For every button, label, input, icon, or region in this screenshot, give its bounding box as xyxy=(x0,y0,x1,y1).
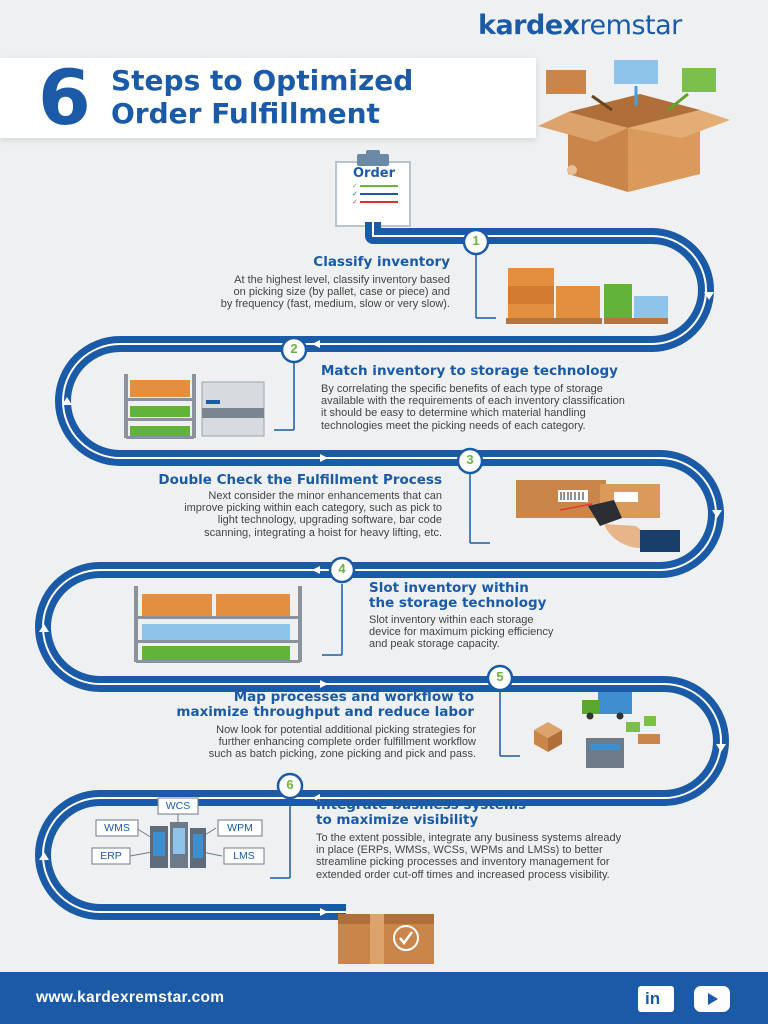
step-4-title-line: Slot inventory within xyxy=(369,580,529,596)
pallets-illustration xyxy=(506,268,668,324)
brand-logo[interactable]: kardexremstar xyxy=(478,10,682,41)
step-3-body-line: light technology, upgrading software, ba… xyxy=(217,514,442,527)
step-number-1: 1 xyxy=(472,233,480,248)
youtube-icon[interactable] xyxy=(694,986,730,1012)
step-marker-4 xyxy=(328,556,356,584)
step-4-title: Slot inventory within the storage techno… xyxy=(369,581,669,611)
shelving-illustration xyxy=(124,374,265,439)
step-6-title: Integrate business systems to maximize v… xyxy=(316,798,616,828)
open-box-illustration xyxy=(538,60,730,192)
clipboard-icon: ✓ ✓ ✓ xyxy=(335,150,411,227)
step-3-body-line: Next consider the minor enhancements tha… xyxy=(208,490,442,502)
step-4-body-line: and peak storage capacity. xyxy=(369,638,500,651)
barcode-scanner-illustration xyxy=(516,480,680,552)
storage-rack-illustration xyxy=(134,586,302,663)
title-line-2: Order Fulfillment xyxy=(111,97,380,130)
step-2-body-line: By correlating the specific benefits of … xyxy=(321,383,603,395)
svg-text:✓: ✓ xyxy=(352,183,358,190)
step-3-body-line: improve picking within each category, su… xyxy=(184,502,442,515)
title-number: 6 xyxy=(38,53,91,142)
step-number-4: 4 xyxy=(338,561,346,576)
wcs-box xyxy=(157,797,199,815)
step-1-body-line: on picking size (by pallet, case or piec… xyxy=(233,286,450,299)
system-label-wms: WMS xyxy=(104,822,130,834)
step-2-body: By correlating the specific benefits of … xyxy=(321,383,761,432)
system-label-erp: ERP xyxy=(100,850,122,862)
step-6-body-line: in place (ERPs, WMSs, WCSs, WPMs and LMS… xyxy=(316,844,603,857)
step-4-title-line: the storage technology xyxy=(369,595,547,611)
step-1-body-line: At the highest level, classify inventory… xyxy=(234,274,450,286)
step-6-title-line: to maximize visibility xyxy=(316,812,479,828)
step-marker-5 xyxy=(486,664,514,692)
clipboard-label: Order xyxy=(353,166,395,181)
step-2-body-line: available with the requirements of each … xyxy=(321,395,625,408)
lms-box xyxy=(223,847,265,865)
step-4-body-line: device for maximum picking efficiency xyxy=(369,626,554,639)
system-label-lms: LMS xyxy=(233,850,255,862)
step-2-body-line: technologies meet the picking needs of e… xyxy=(321,419,586,432)
brand-part1: kardex xyxy=(478,10,580,41)
step-3-body: Next consider the minor enhancements tha… xyxy=(60,490,442,539)
step-5-body-line: further enhancing complete order fulfill… xyxy=(218,736,476,749)
footer: www.kardexremstar.com in xyxy=(0,972,768,1024)
website-link[interactable]: www.kardexremstar.com xyxy=(36,989,225,1006)
step-1-body-line: by frequency (fast, medium, slow or very… xyxy=(220,298,450,311)
svg-text:✓: ✓ xyxy=(352,199,358,206)
brand-part2: remstar xyxy=(579,10,683,41)
step-5-title-line: Map processes and workflow to xyxy=(233,689,474,705)
workflow-illustration xyxy=(534,692,660,768)
server-icon xyxy=(150,822,206,868)
step-6-title-line: Integrate business systems xyxy=(316,797,527,813)
step-number-5: 5 xyxy=(496,669,504,684)
step-marker-6 xyxy=(276,772,304,800)
step-marker-2 xyxy=(280,336,308,364)
linkedin-icon[interactable]: in xyxy=(638,986,674,1012)
step-6-body-line: extended order cut-off times and increas… xyxy=(316,868,610,881)
step-number-2: 2 xyxy=(290,341,298,356)
wms-box xyxy=(95,819,139,837)
shipped-box-icon xyxy=(338,914,434,964)
linkedin-label: in xyxy=(645,989,661,1008)
wpm-box xyxy=(217,819,263,837)
step-number-3: 3 xyxy=(466,452,474,467)
step-5-body-line: such as batch picking, zone picking and … xyxy=(208,748,476,761)
svg-text:✓: ✓ xyxy=(352,191,358,198)
step-marker-3 xyxy=(456,447,484,475)
step-marker-1 xyxy=(462,228,490,256)
step-5-title: Map processes and workflow to maximize t… xyxy=(100,690,474,720)
step-6-body-line: streamline picking processes and invento… xyxy=(316,856,610,869)
title-line-1: Steps to Optimized xyxy=(111,64,414,97)
step-3-title: Double Check the Fulfillment Process xyxy=(158,472,442,488)
system-label-wpm: WPM xyxy=(227,822,253,834)
erp-box xyxy=(91,847,131,865)
step-5-title-line: maximize throughput and reduce labor xyxy=(176,704,474,720)
step-3-body-line: scanning, integrating a hoist for heavy … xyxy=(204,526,442,539)
step-5-body: Now look for potential additional pickin… xyxy=(60,724,476,761)
play-icon xyxy=(708,993,718,1005)
system-label-wcs: WCS xyxy=(165,800,191,812)
step-4-body-line: Slot inventory within each storage xyxy=(369,614,534,626)
step-5-body-line: Now look for potential additional pickin… xyxy=(216,724,476,736)
step-1-body: At the highest level, classify inventory… xyxy=(110,274,450,311)
step-2-title: Match inventory to storage technology xyxy=(321,363,618,379)
step-6-body-line: To the extent possible, integrate any bu… xyxy=(316,832,622,844)
step-1-title: Classify inventory xyxy=(313,254,450,270)
step-6-body: To the extent possible, integrate any bu… xyxy=(316,832,756,881)
title-panel xyxy=(0,58,536,138)
step-4-body: Slot inventory within each storage devic… xyxy=(369,614,669,651)
step-2-body-line: it should be easy to determine which mat… xyxy=(321,407,586,420)
step-number-6: 6 xyxy=(286,777,294,792)
